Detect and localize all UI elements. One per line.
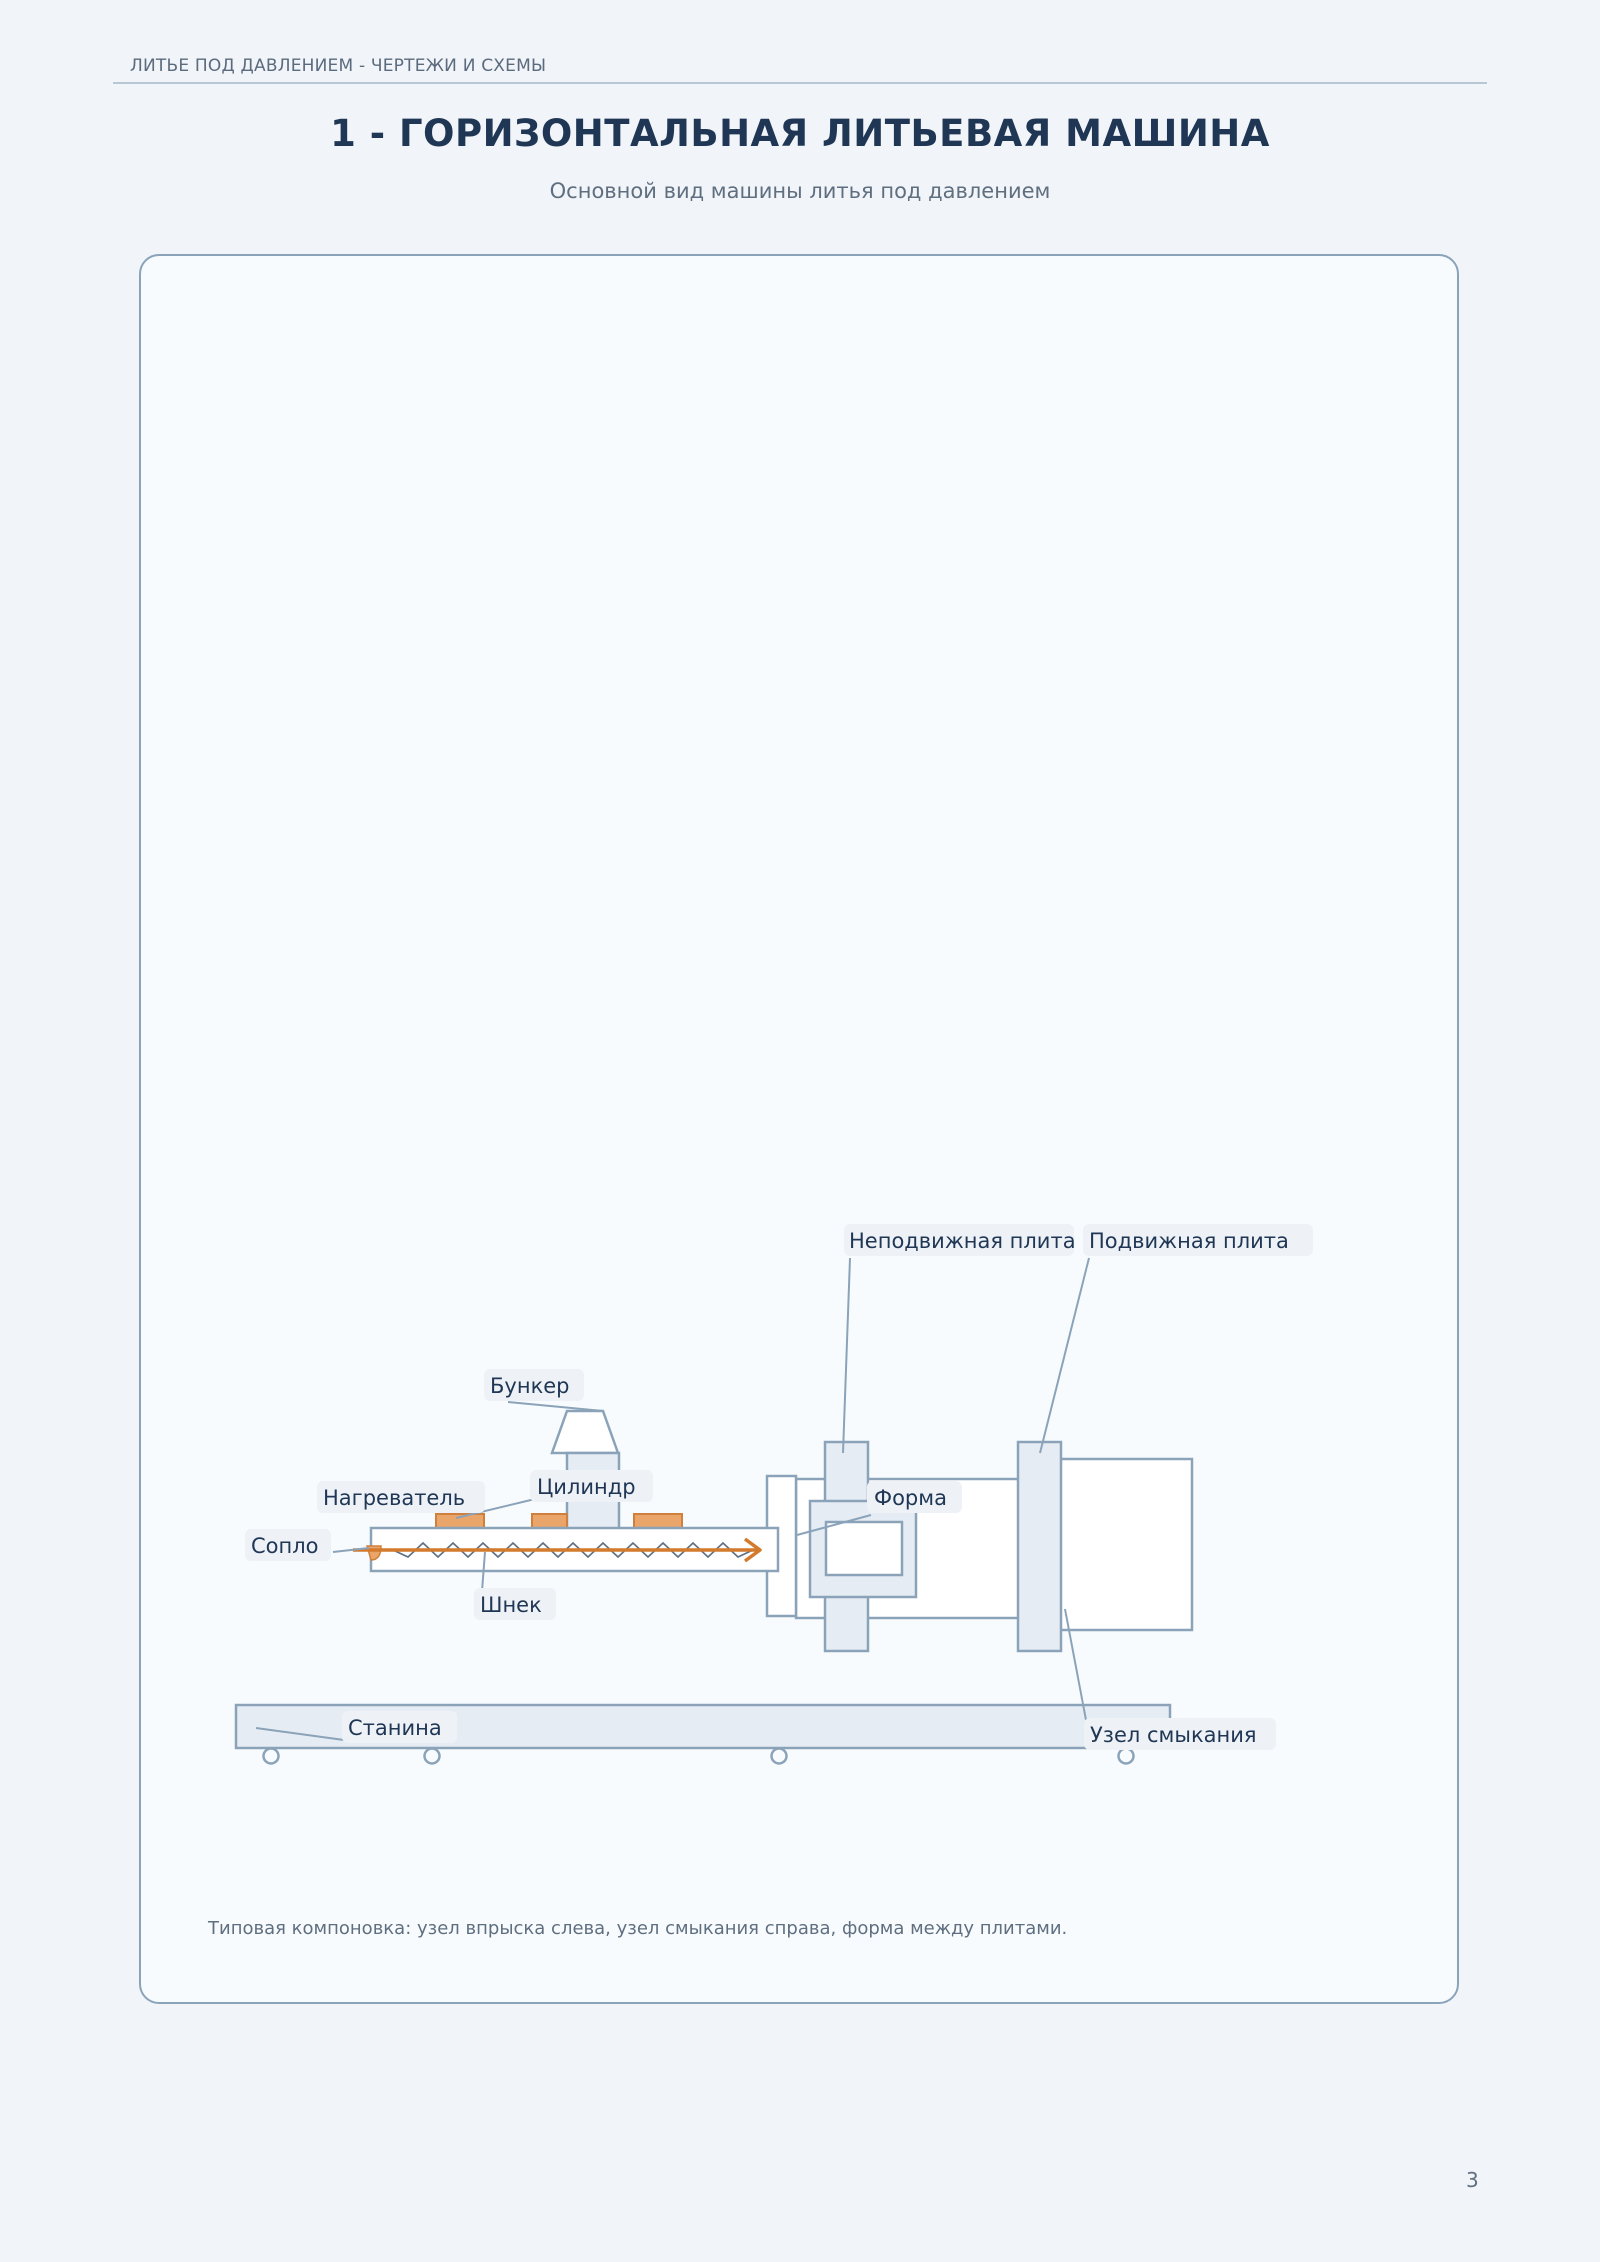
leader-mold [796,1514,872,1536]
figure-panel: Неподвижная плита Подвижная плита Бункер… [139,254,1459,2004]
leader-nozzle [332,1547,370,1553]
header-rule [113,82,1487,84]
page-title: 1 - ГОРИЗОНТАЛЬНАЯ ЛИТЬЕВАЯ МАШИНА [330,112,1270,155]
svg-text:Неподвижная плита: Неподвижная плита [849,1229,1076,1253]
svg-text:Узел смыкания: Узел смыкания [1090,1723,1257,1747]
label-heater: Нагреватель [317,1481,485,1513]
flow-arrow-head [743,1537,762,1563]
hopper [550,1409,620,1455]
leader-moving-platen [1039,1257,1090,1454]
clamping-unit [1058,1457,1194,1632]
svg-text:Шнек: Шнек [480,1593,542,1617]
leader-hopper [507,1401,604,1412]
svg-text:Сопло: Сопло [251,1534,319,1558]
label-mold: Форма [867,1481,962,1513]
label-screw: Шнек [474,1588,556,1620]
leader-frame [255,1727,345,1741]
machine-diagram: Неподвижная плита Подвижная плита Бункер… [234,1224,1313,1765]
screw [392,1541,754,1559]
page-number: 3 [1466,2168,1479,2192]
label-clamping-unit: Узел смыкания [1084,1718,1276,1750]
label-cylinder: Цилиндр [530,1470,653,1502]
svg-text:Подвижная плита: Подвижная плита [1089,1229,1289,1253]
running-header: ЛИТЬЕ ПОД ДАВЛЕНИЕМ - ЧЕРТЕЖИ И СХЕМЫ [130,56,547,76]
heater-band [531,1513,568,1529]
leader-fixed-platen [842,1257,851,1454]
frame-foot [262,1747,280,1765]
leader-screw [481,1551,486,1592]
label-moving-platen: Подвижная плита [1083,1224,1313,1256]
frame-foot [1117,1747,1135,1765]
label-frame: Станина [342,1711,457,1743]
figure-caption: Типовая компоновка: узел впрыска слева, … [208,1918,1068,1939]
svg-text:Цилиндр: Цилиндр [537,1475,636,1499]
mold-cavity [824,1520,904,1577]
svg-text:Форма: Форма [874,1486,947,1510]
svg-text:Нагреватель: Нагреватель [323,1486,465,1510]
frame-foot [423,1747,441,1765]
label-nozzle: Сопло [245,1529,331,1561]
leader-heater [455,1498,536,1519]
label-fixed-platen: Неподвижная плита [844,1224,1076,1256]
svg-text:Станина: Станина [348,1716,442,1740]
moving-platen [1016,1440,1063,1653]
label-hopper: Бункер [484,1369,584,1401]
svg-text:Бункер: Бункер [490,1374,570,1398]
leader-clamping-unit [1064,1608,1087,1721]
heater-band [633,1513,683,1529]
page-subtitle: Основной вид машины литья под давлением [549,179,1051,203]
frame-foot [770,1747,788,1765]
